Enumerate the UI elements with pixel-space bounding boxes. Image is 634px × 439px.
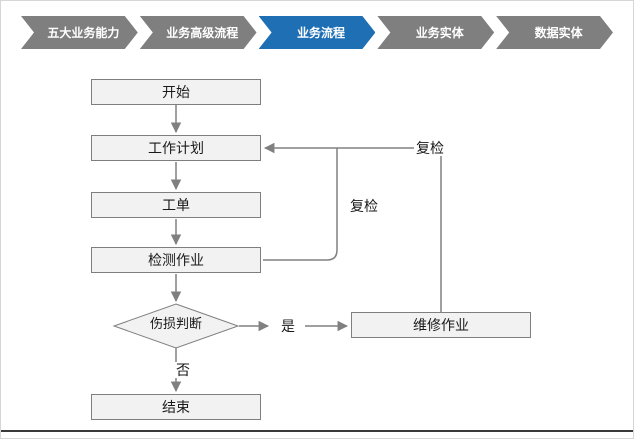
tab-five-capabilities[interactable]: 五大业务能力 (21, 16, 138, 49)
flow-node-start: 开始 (91, 79, 261, 105)
flow-node-repair: 维修作业 (351, 312, 531, 338)
edge-recheck-outer (263, 142, 442, 312)
flow-node-work-plan: 工作计划 (91, 135, 261, 161)
tab-business-process[interactable]: 业务流程 (259, 16, 376, 49)
tab-business-entity[interactable]: 业务实体 (377, 16, 494, 49)
flow-node-decision-label: 伤损判断 (149, 316, 202, 331)
decision-diamond-shape (112, 303, 240, 349)
bottom-divider (1, 430, 633, 432)
edge-label-recheck-inner: 复检 (348, 198, 380, 214)
edge-label-recheck-outer: 复检 (414, 140, 446, 156)
flow-node-work-order: 工单 (91, 192, 261, 218)
flow-node-end: 结束 (91, 394, 261, 420)
flow-node-inspection: 检测作业 (91, 247, 261, 273)
edge-label-no: 否 (174, 362, 192, 378)
process-step-bar: 五大业务能力 业务高级流程 业务流程 业务实体 数据实体 (21, 16, 613, 49)
tab-data-entity[interactable]: 数据实体 (496, 16, 613, 49)
edge-label-yes: 是 (279, 318, 297, 334)
edge-recheck-inner (263, 148, 338, 261)
tab-high-level-process[interactable]: 业务高级流程 (140, 16, 257, 49)
